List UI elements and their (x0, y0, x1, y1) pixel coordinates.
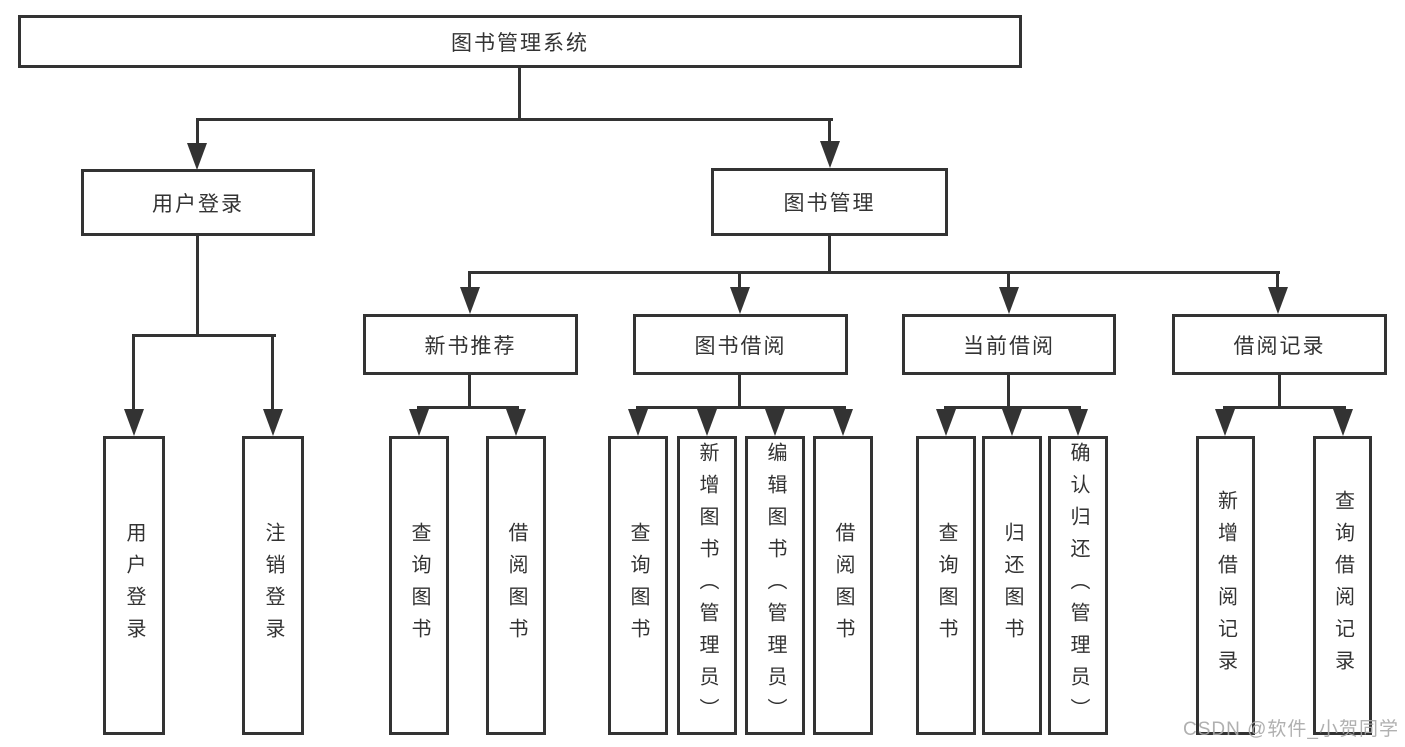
arrow-down-icon (999, 287, 1019, 314)
connector-vline (738, 375, 741, 408)
connector-hline (1223, 406, 1346, 409)
leaf-borrow-book: 借阅图书 (813, 436, 873, 735)
connector-vline (518, 68, 521, 119)
connector-vline (196, 118, 199, 148)
connector-hline (468, 271, 1280, 274)
arrow-down-icon (936, 409, 956, 436)
arrow-down-icon (765, 409, 785, 436)
node-root-label: 图书管理系统 (451, 31, 589, 55)
leaf-borrow-book-recommend: 借阅图书 (486, 436, 546, 735)
node-book-borrow: 图书借阅 (633, 314, 848, 375)
leaf-label: 查询图书 (935, 521, 957, 650)
arrow-down-icon (1068, 409, 1088, 436)
leaf-label: 新增借阅记录 (1214, 489, 1237, 682)
leaf-label: 新增图书（管理员） (696, 441, 718, 730)
arrow-down-icon (833, 409, 853, 436)
arrow-down-icon (730, 287, 750, 314)
arrow-down-icon (1215, 409, 1235, 436)
connector-vline (196, 236, 199, 337)
connector-vline (468, 271, 471, 291)
connector-hline (636, 406, 846, 409)
connector-hline (196, 118, 833, 121)
leaf-query-current-borrow: 查询图书 (916, 436, 976, 735)
arrow-down-icon (1002, 409, 1022, 436)
leaf-label: 确认归还（管理员） (1067, 441, 1089, 730)
node-book-management: 图书管理 (711, 168, 948, 236)
node-new-book-recommend-label: 新书推荐 (424, 334, 517, 358)
connector-vline (1276, 271, 1279, 291)
arrow-down-icon (263, 409, 283, 436)
leaf-edit-book-admin: 编辑图书（管理员） (745, 436, 805, 735)
node-root: 图书管理系统 (18, 15, 1022, 68)
leaf-label: 查询借阅记录 (1331, 489, 1354, 682)
leaf-query-book: 查询图书 (608, 436, 668, 735)
connector-vline (1007, 375, 1010, 408)
connector-vline (1278, 375, 1281, 408)
leaf-user-login: 用户登录 (103, 436, 165, 735)
arrow-down-icon (628, 409, 648, 436)
arrow-down-icon (124, 409, 144, 436)
leaf-label: 借阅图书 (505, 521, 527, 650)
leaf-label: 用户登录 (123, 521, 145, 650)
connector-vline (828, 118, 831, 146)
node-current-borrow: 当前借阅 (902, 314, 1116, 375)
arrow-down-icon (187, 143, 207, 170)
node-current-borrow-label: 当前借阅 (963, 334, 1055, 358)
node-user-login-label: 用户登录 (152, 192, 244, 216)
connector-vline (738, 271, 741, 291)
connector-vline (132, 334, 135, 412)
node-borrow-record-label: 借阅记录 (1233, 334, 1326, 358)
arrow-down-icon (1333, 409, 1353, 436)
node-borrow-record: 借阅记录 (1172, 314, 1387, 375)
leaf-confirm-return-admin: 确认归还（管理员） (1048, 436, 1108, 735)
arrow-down-icon (820, 141, 840, 168)
leaf-label: 查询图书 (408, 521, 430, 650)
arrow-down-icon (697, 409, 717, 436)
node-book-borrow-label: 图书借阅 (694, 334, 787, 358)
connector-hline (417, 406, 519, 409)
arrow-down-icon (506, 409, 526, 436)
connector-vline (468, 375, 471, 408)
connector-hline (132, 334, 276, 337)
leaf-add-book-admin: 新增图书（管理员） (677, 436, 737, 735)
connector-vline (271, 334, 274, 412)
connector-vline (1007, 271, 1010, 291)
leaf-logout: 注销登录 (242, 436, 304, 735)
leaf-query-borrow-record: 查询借阅记录 (1313, 436, 1372, 735)
leaf-label: 归还图书 (1001, 521, 1023, 650)
node-new-book-recommend: 新书推荐 (363, 314, 578, 375)
watermark: CSDN @软件_小贺同学 (1183, 719, 1399, 740)
connector-vline (828, 236, 831, 274)
leaf-label: 借阅图书 (832, 521, 854, 650)
node-book-management-label: 图书管理 (783, 192, 876, 215)
leaf-query-book-recommend: 查询图书 (389, 436, 449, 735)
leaf-label: 编辑图书（管理员） (764, 441, 786, 730)
node-user-login: 用户登录 (81, 169, 315, 236)
connector-hline (944, 406, 1081, 409)
leaf-return-book: 归还图书 (982, 436, 1042, 735)
arrow-down-icon (460, 287, 480, 314)
leaf-label: 查询图书 (627, 521, 649, 650)
leaf-add-borrow-record: 新增借阅记录 (1196, 436, 1255, 735)
arrow-down-icon (1268, 287, 1288, 314)
leaf-label: 注销登录 (262, 521, 284, 650)
arrow-down-icon (409, 409, 429, 436)
